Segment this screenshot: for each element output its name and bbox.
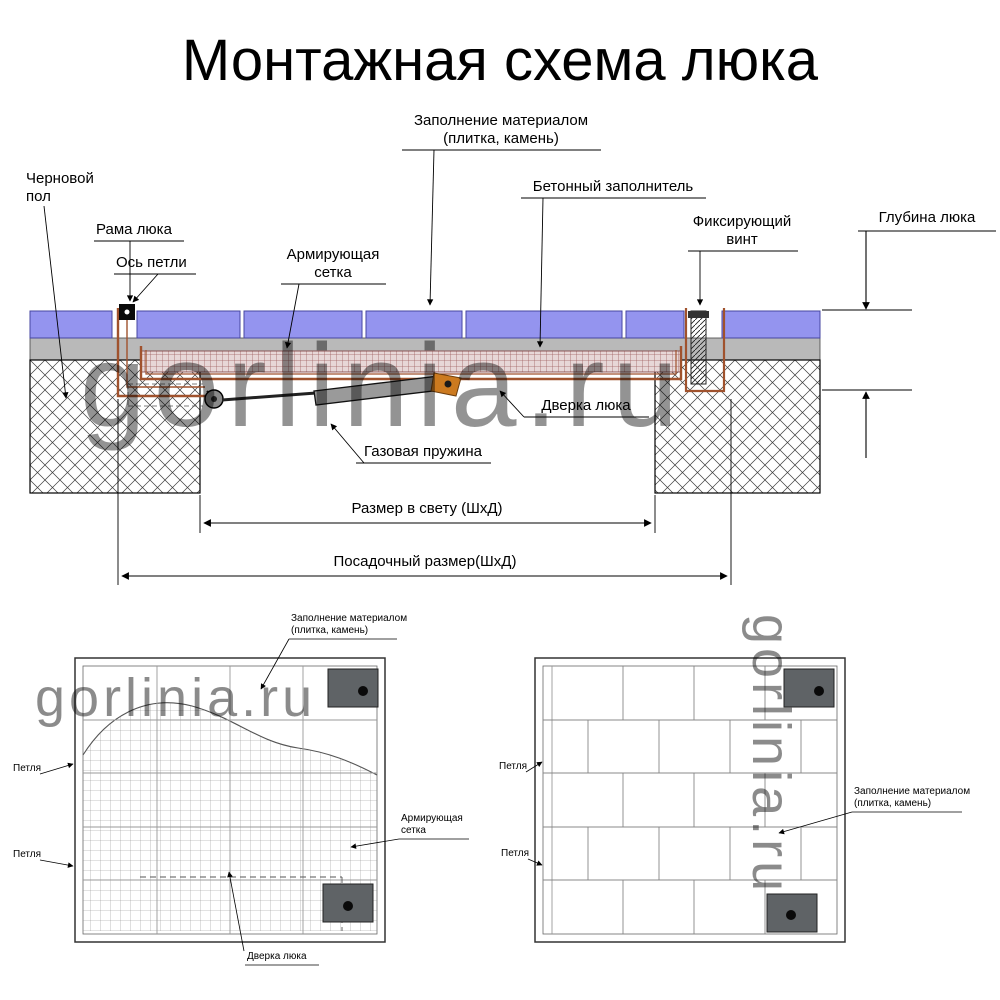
label-plan-left-mesh-1: Армирующая (401, 813, 463, 824)
plan-left-mesh-boundary (82, 702, 378, 776)
watermark-section: gorlinia.ru (80, 320, 686, 452)
label-mesh-1: Армирующая (287, 246, 380, 263)
plan-left-tile-grid (83, 666, 377, 934)
section-leaders (43, 149, 798, 464)
hinge-pin (358, 686, 368, 696)
watermark-plan-right-vertical: gorlinia.ru (741, 614, 801, 895)
watermark-plan-left: gorlinia.ru (35, 668, 316, 728)
leader-rough-floor (43, 205, 69, 399)
plan-left-leaders (39, 638, 469, 966)
ext-depth (822, 309, 912, 391)
label-depth: Глубина люка (879, 209, 976, 226)
label-mount-size: Посадочный размер(ШхД) (334, 553, 517, 570)
left-concrete-block (29, 359, 201, 494)
label-frame: Рама люка (96, 221, 173, 238)
label-clear-size: Размер в свету (ШхД) (351, 500, 502, 517)
label-plan-left-fill-1: Заполнение материалом (291, 613, 407, 624)
hinge-axis-point (124, 309, 130, 315)
plan-view-left: Заполнение материалом (плитка, камень) П… (13, 613, 469, 966)
ext-clear-size (199, 495, 656, 533)
label-plan-right-hinge-bottom: Петля (501, 848, 529, 859)
right-frame-profile (684, 308, 726, 393)
construction-dashed-lines (127, 383, 203, 407)
label-fill-1: Заполнение материалом (414, 112, 588, 129)
plan-right-inner-frame (542, 665, 838, 935)
fixing-screw (690, 310, 707, 385)
leader-fill (426, 149, 435, 306)
leader-plan-left-hinge-top (39, 762, 74, 775)
label-door: Дверка люка (541, 397, 631, 414)
leader-plan-left-hinge-bottom (39, 859, 74, 868)
concrete-blocks (29, 359, 821, 494)
hinge-plate (327, 668, 379, 708)
page-title: Монтажная схема люка (182, 28, 819, 93)
label-plan-left-hinge-top: Петля (13, 763, 41, 774)
label-rough-floor-2: пол (26, 188, 51, 205)
leader-spring (330, 423, 365, 464)
label-rough-floor-1: Черновой (26, 170, 94, 187)
leader-plan-left-mesh (350, 838, 400, 849)
label-plan-right-fill-2: (плитка, камень) (854, 798, 931, 809)
left-frame-profile (116, 308, 207, 398)
leader-plan-right-fill (778, 811, 853, 835)
leader-concrete (536, 197, 544, 348)
door-tray-inner (145, 350, 677, 375)
leader-hinge-axis (132, 273, 159, 303)
leader-mesh (284, 283, 300, 349)
leader-plan-left-fill (260, 638, 290, 690)
label-hinge-axis: Ось петли (116, 254, 187, 271)
tile-layer (29, 310, 821, 339)
label-plan-left-door: Дверка люка (247, 951, 307, 962)
label-screw-1: Фиксирующий (693, 213, 791, 230)
plan-right-tile-grid (543, 666, 837, 934)
label-concrete: Бетонный заполнитель (533, 178, 694, 195)
leader-plan-left-door (227, 871, 245, 952)
label-screw-2: винт (726, 231, 758, 248)
gas-spring (204, 372, 462, 409)
label-plan-right-fill-1: Заполнение материалом (854, 786, 970, 797)
spring-bracket-pin (444, 380, 452, 388)
plan-right-leaders (525, 761, 962, 866)
hinge-pin (786, 910, 796, 920)
hinge-pin (343, 901, 353, 911)
cross-section: Черновой пол Рама люка Ось петли Армирую… (26, 112, 996, 585)
label-fill-2: (плитка, камень) (443, 130, 559, 147)
plan-right-hinge-plates (766, 668, 835, 933)
label-plan-right-hinge-top: Петля (499, 761, 527, 772)
label-spring: Газовая пружина (364, 443, 483, 460)
fixing-screw-head (688, 311, 709, 318)
label-plan-left-hinge-bottom: Петля (13, 849, 41, 860)
spring-rod (221, 391, 317, 402)
hinge-pin (814, 686, 824, 696)
left-frame-profile-inner (126, 308, 205, 388)
hinge-plate (783, 668, 835, 708)
right-concrete-block (654, 359, 821, 494)
label-plan-left-mesh-2: сетка (401, 825, 426, 836)
leader-door (499, 390, 525, 418)
section-dimensions (117, 230, 996, 585)
ext-mount-size (117, 399, 732, 585)
leader-plan-right-hinge-top (525, 761, 543, 773)
label-plan-left-fill-2: (плитка, камень) (291, 625, 368, 636)
label-mesh-2: сетка (314, 264, 352, 281)
leader-plan-right-hinge-bottom (527, 858, 543, 866)
plan-view-right: Петля Петля Заполнение материалом (плитк… (499, 657, 970, 943)
